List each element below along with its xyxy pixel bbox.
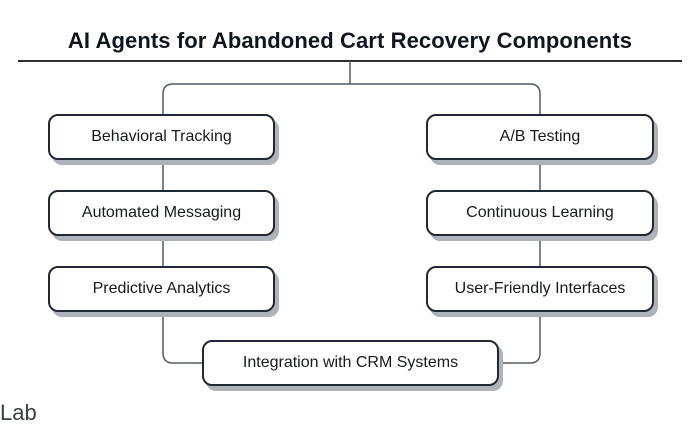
node-user-friendly-interfaces: User-Friendly Interfaces <box>426 266 654 312</box>
node-continuous-learning: Continuous Learning <box>426 190 654 236</box>
left-bottom-connector <box>162 312 203 364</box>
node-ab-testing: A/B Testing <box>426 114 654 160</box>
node-crm-integration: Integration with CRM Systems <box>202 340 499 386</box>
right-bottom-connector <box>500 312 541 364</box>
top-branch-connector <box>162 83 541 114</box>
diagram-title: AI Agents for Abandoned Cart Recovery Co… <box>67 28 633 53</box>
node-predictive-analytics: Predictive Analytics <box>48 266 275 312</box>
watermark-text: Lab <box>0 400 37 425</box>
node-behavioral-tracking: Behavioral Tracking <box>48 114 275 160</box>
node-automated-messaging: Automated Messaging <box>48 190 275 236</box>
